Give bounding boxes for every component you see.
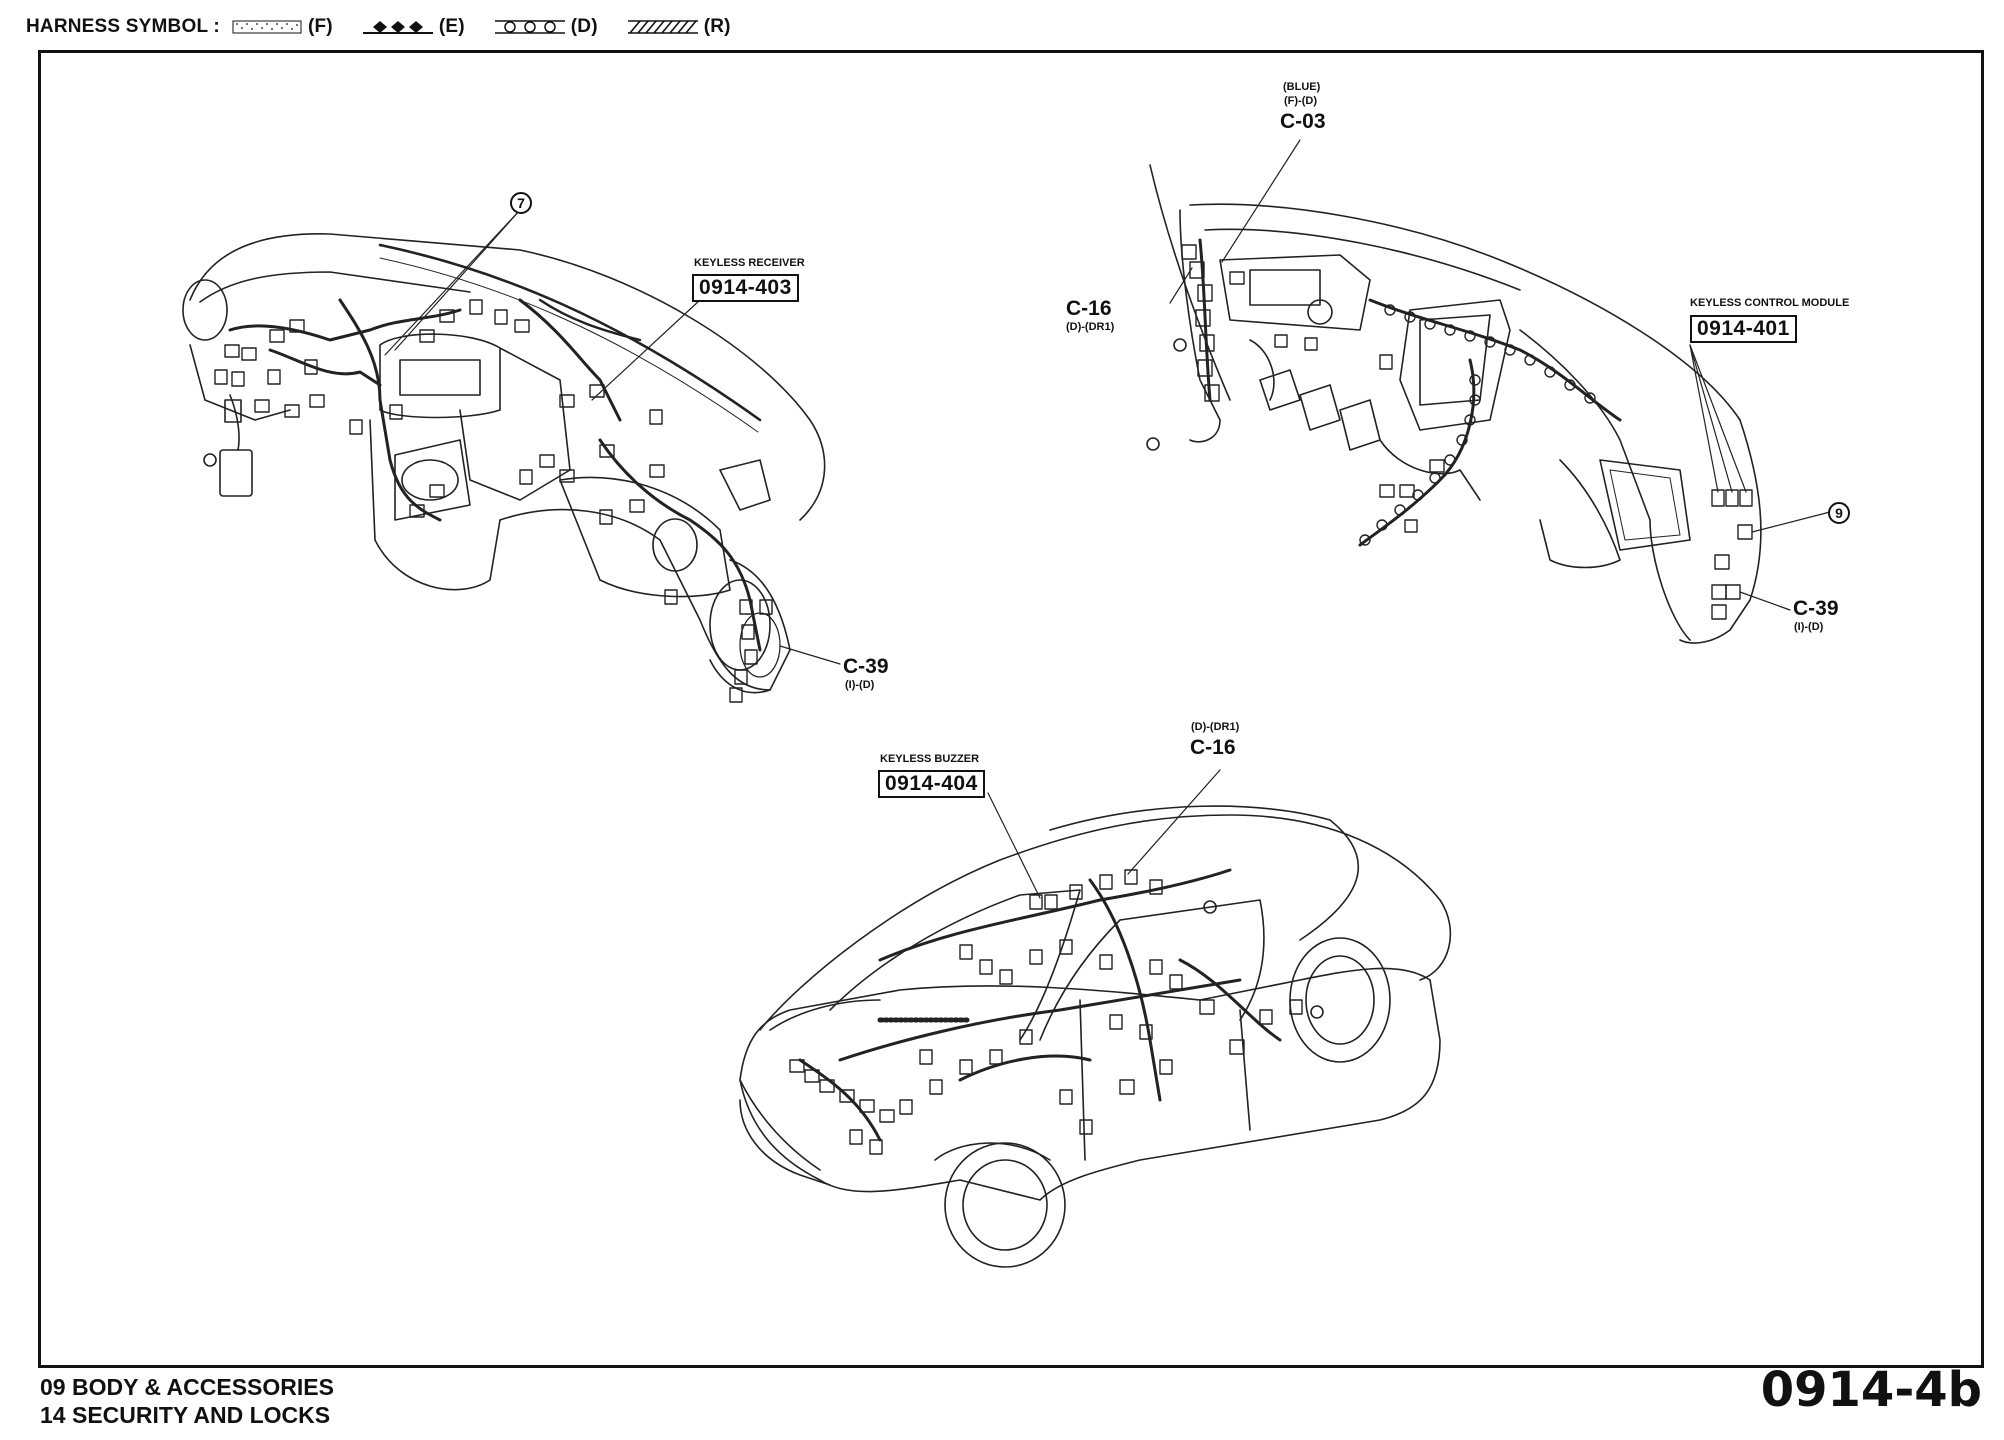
page-number: 0914-4b: [1760, 1362, 1982, 1418]
section-title-security-locks: 14 SECURITY AND LOCKS: [40, 1402, 331, 1428]
diamond-harness-symbol: [362, 20, 433, 34]
circle-harness-symbol: [494, 20, 565, 34]
c39-left-label: C-39: [843, 655, 889, 678]
diagram-frame: [38, 50, 1984, 1368]
harness-symbol-legend: HARNESS SYMBOL : (F) (E) (D) (R): [26, 10, 757, 44]
blue-label: (BLUE): [1283, 81, 1321, 93]
section-title-body-accessories: 09 BODY & ACCESSORIES: [40, 1374, 334, 1400]
legend-code-d: (D): [570, 16, 598, 37]
keyless-control-module-number: 0914-401: [1690, 315, 1797, 344]
keyless-receiver-number: 0914-403: [692, 274, 799, 303]
instrument-panel-left-drawing: [182, 209, 841, 703]
legend-code-r: (R): [703, 16, 731, 37]
callout-9: 9: [1828, 502, 1850, 524]
c39-right-sublabel: (I)-(D): [1794, 621, 1824, 633]
c16-bottom-label: C-16: [1190, 736, 1236, 759]
c16-right-sublabel: (D)-(DR1): [1066, 321, 1115, 333]
c39-right-label: C-39: [1793, 597, 1839, 620]
c03-sublabel: (F)-(D): [1284, 95, 1317, 107]
hatched-harness-symbol: [627, 20, 698, 34]
vehicle-body-drawing: [739, 769, 1452, 1268]
legend-code-e: (E): [438, 16, 465, 37]
instrument-panel-right-drawing: [1146, 139, 1831, 644]
keyless-buzzer-number: 0914-404: [878, 770, 985, 799]
dotted-harness-symbol: [232, 20, 302, 34]
legend-code-f: (F): [307, 16, 333, 37]
c39-left-sublabel: (I)-(D): [845, 679, 875, 691]
c16-right-label: C-16: [1066, 297, 1112, 320]
c16-bottom-sublabel: (D)-(DR1): [1191, 721, 1240, 733]
legend-title: HARNESS SYMBOL :: [26, 16, 220, 37]
keyless-receiver-label: KEYLESS RECEIVER: [694, 257, 805, 269]
callout-7: 7: [510, 192, 532, 214]
c03-label: C-03: [1280, 110, 1326, 133]
keyless-control-module-label: KEYLESS CONTROL MODULE: [1690, 297, 1850, 309]
keyless-buzzer-label: KEYLESS BUZZER: [880, 753, 980, 765]
